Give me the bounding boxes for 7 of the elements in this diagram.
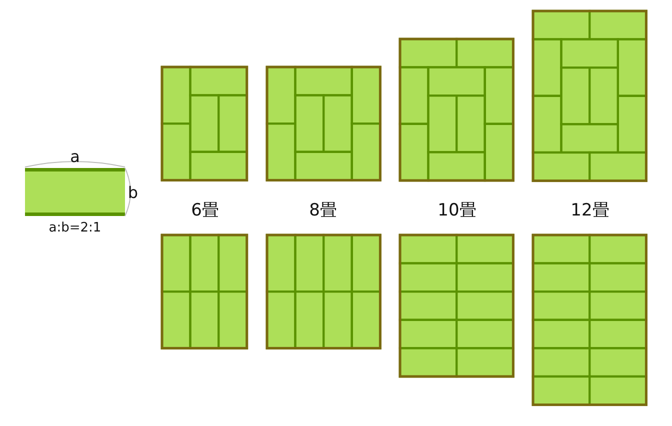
dimension-label: a <box>70 149 80 165</box>
room-size-label: 8畳 <box>309 202 337 220</box>
room-size-label: 12畳 <box>570 202 610 220</box>
dimension-label: a:b=2:1 <box>48 222 102 234</box>
dimension-label: b <box>128 185 138 201</box>
room-size-label: 6畳 <box>191 202 219 220</box>
room-size-label: 10畳 <box>438 202 476 220</box>
